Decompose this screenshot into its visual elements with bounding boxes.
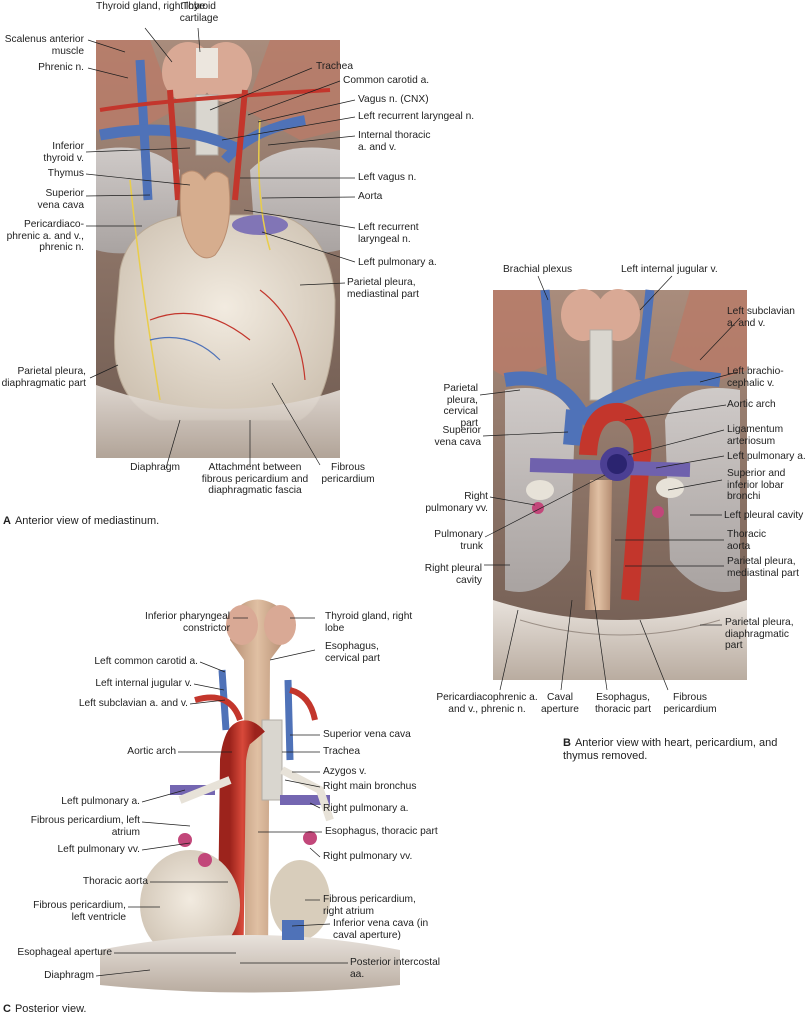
- label-b-right-pulmonary-vv: Right pulmonary vv.: [425, 491, 488, 514]
- label-c-right-pulmonary-vv: Right pulmonary vv.: [323, 851, 413, 862]
- label-b-caval-aperture: Caval aperture: [541, 692, 579, 715]
- panel-a-illustration: [96, 40, 340, 458]
- label-a-attachment: Attachment between fibrous pericardium a…: [201, 462, 309, 496]
- label-a-parietal-pleura-diaphragmatic: Parietal pleura, diaphragmatic part: [1, 366, 86, 389]
- label-c-thoracic-aorta: Thoracic aorta: [82, 876, 148, 887]
- label-c-aortic-arch: Aortic arch: [127, 746, 176, 757]
- label-b-aortic-arch: Aortic arch: [727, 399, 776, 410]
- label-a-thymus: Thymus: [47, 168, 84, 179]
- label-c-esophagus-cervical: Esophagus, cervical part: [325, 641, 380, 664]
- label-c-fibrous-pericardium-left-ventricle: Fibrous pericardium, left ventricle: [33, 900, 126, 923]
- label-a-thyroid-gland-right-lobe: Thyroid gland, right lobe: [96, 1, 206, 12]
- label-a-parietal-pleura-mediastinal: Parietal pleura, mediastinal part: [347, 277, 419, 300]
- label-b-esophagus-thoracic: Esophagus, thoracic part: [594, 692, 652, 715]
- label-a-internal-thoracic: Internal thoracic a. and v.: [358, 130, 431, 153]
- caption-b-text: Anterior view with heart, pericardium, a…: [563, 737, 778, 762]
- label-b-fibrous-pericardium: Fibrous pericardium: [663, 692, 717, 715]
- label-c-posterior-intercostal-aa: Posterior intercostal aa.: [350, 957, 441, 980]
- label-c-esophageal-aperture: Esophageal aperture: [17, 947, 112, 958]
- label-b-ligamentum-arteriosum: Ligamentum arteriosum: [727, 424, 784, 447]
- label-a-aorta: Aorta: [358, 191, 383, 202]
- label-b-right-pleural-cavity: Right pleural cavity: [424, 563, 482, 586]
- label-c-fibrous-pericardium-right-atrium: Fibrous pericardium, right atrium: [323, 894, 416, 917]
- label-b-left-internal-jugular-v: Left internal jugular v.: [621, 264, 718, 275]
- label-c-left-internal-jugular: Left internal jugular v.: [95, 678, 192, 689]
- label-c-diaphragm: Diaphragm: [44, 970, 94, 981]
- label-a-inferior-thyroid-v: Inferior thyroid v.: [43, 141, 84, 164]
- label-a-pericardiacophrenic: Pericardiaco-phrenic a. and v., phrenic …: [6, 219, 84, 253]
- label-c-left-pulmonary-a: Left pulmonary a.: [61, 796, 140, 807]
- label-b-pulmonary-trunk: Pulmonary trunk: [434, 529, 483, 552]
- label-a-superior-vena-cava: Superior vena cava: [37, 188, 84, 211]
- label-c-left-subclavian: Left subclavian a. and v.: [78, 698, 188, 709]
- label-c-fibrous-pericardium-left-atrium: Fibrous pericardium, left atrium: [30, 815, 140, 838]
- caption-a-letter: A: [3, 515, 11, 527]
- label-a-left-pulmonary-a: Left pulmonary a.: [358, 257, 437, 268]
- label-c-right-main-bronchus: Right main bronchus: [323, 781, 417, 792]
- label-c-esophagus-thoracic: Esophagus, thoracic part: [325, 826, 438, 837]
- label-c-thyroid-gland: Thyroid gland, right lobe: [325, 611, 413, 634]
- label-c-inferior-pharyngeal-constrictor: Inferior pharyngeal constrictor: [145, 611, 230, 634]
- label-a-thyroid-cartilage: Thyroid cartilage: [179, 1, 219, 24]
- label-b-brachial-plexus: Brachial plexus: [503, 264, 573, 275]
- label-a-trachea: Trachea: [316, 61, 353, 72]
- label-b-left-pleural-cavity: Left pleural cavity: [724, 510, 804, 521]
- label-c-left-pulmonary-vv: Left pulmonary vv.: [57, 844, 140, 855]
- label-a-fibrous-pericardium: Fibrous pericardium: [321, 462, 375, 485]
- label-b-parietal-pleura-cervical: Parietal pleura, cervical part: [443, 383, 478, 429]
- label-b-left-brachiocephalic-v: Left brachio-cephalic v.: [727, 366, 784, 389]
- caption-c-text: Posterior view.: [14, 1003, 87, 1015]
- label-b-superior-vena-cava: Superior vena cava: [434, 425, 481, 448]
- label-a-phrenic-n: Phrenic n.: [38, 62, 84, 73]
- label-c-inferior-vena-cava: Inferior vena cava (in caval aperture): [333, 918, 429, 941]
- label-a-common-carotid-a: Common carotid a.: [343, 75, 430, 86]
- label-a-vagus-n: Vagus n. (CNX): [358, 94, 429, 105]
- label-c-trachea: Trachea: [323, 746, 360, 757]
- label-c-right-pulmonary-a: Right pulmonary a.: [323, 803, 409, 814]
- caption-c-letter: C: [3, 1003, 11, 1015]
- label-c-azygos-v: Azygos v.: [323, 766, 367, 777]
- label-b-thoracic-aorta: Thoracic aorta: [727, 529, 767, 552]
- label-a-left-recurrent-laryngeal-n-2: Left recurrent laryngeal n.: [358, 222, 419, 245]
- label-c-left-common-carotid: Left common carotid a.: [94, 656, 198, 667]
- label-b-left-subclavian: Left subclavian a. and v.: [727, 306, 795, 329]
- label-b-lobar-bronchi: Superior and inferior lobar bronchi: [727, 468, 786, 502]
- label-a-left-recurrent-laryngeal-n-1: Left recurrent laryngeal n.: [358, 111, 475, 122]
- label-a-diaphragm: Diaphragm: [130, 462, 180, 473]
- caption-b-letter: B: [563, 737, 571, 749]
- label-b-parietal-pleura-diaphragmatic: Parietal pleura, diaphragmatic part: [725, 617, 794, 651]
- label-a-left-vagus-n: Left vagus n.: [358, 172, 417, 183]
- leader-lines: [85, 27, 741, 977]
- label-c-superior-vena-cava: Superior vena cava: [323, 729, 411, 740]
- label-a-scalenus-anterior: Scalenus anterior muscle: [4, 34, 84, 57]
- label-b-pericardiacophrenic: Pericardiacophrenic a. and v., phrenic n…: [436, 692, 538, 715]
- label-b-left-pulmonary-a: Left pulmonary a.: [727, 451, 806, 462]
- panel-b-illustration: [493, 289, 747, 680]
- label-b-parietal-pleura-mediastinal: Parietal pleura, mediastinal part: [727, 556, 799, 579]
- caption-a-text: Anterior view of mediastinum.: [14, 515, 160, 527]
